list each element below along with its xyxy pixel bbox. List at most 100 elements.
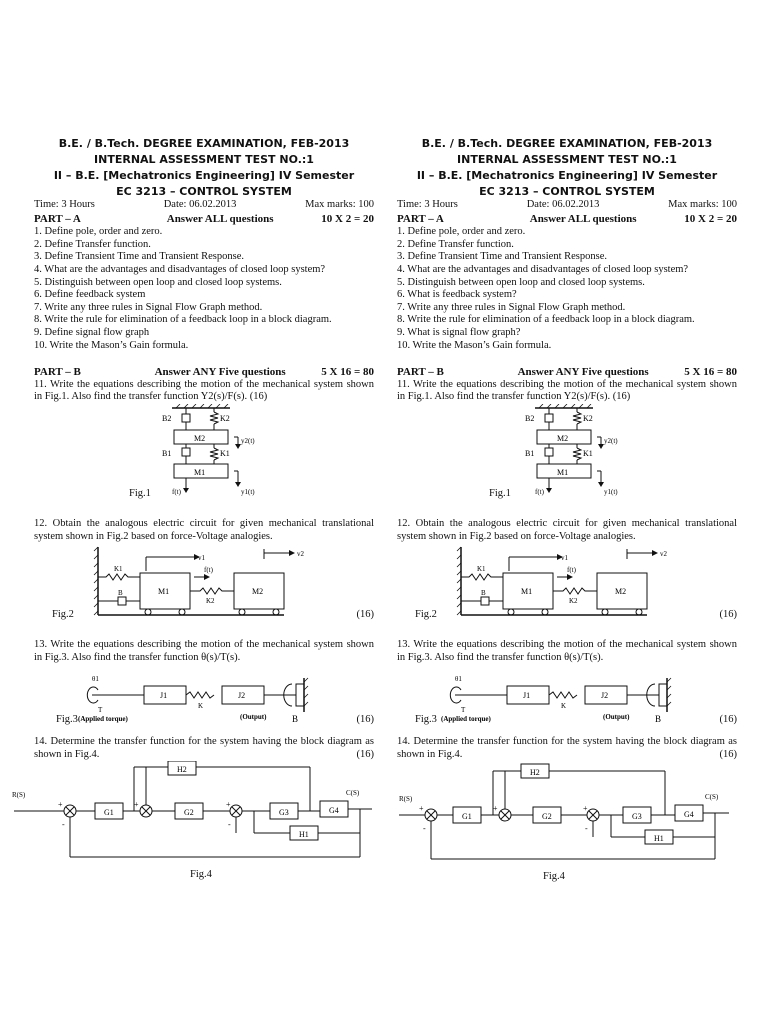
question-11: 11. Write the equations describing the m…: [34, 378, 374, 403]
sum1-minus: -: [62, 820, 65, 829]
force-label: f(t): [172, 488, 182, 496]
m1-label: M1: [521, 587, 532, 596]
figure-4: R(S) C(S) G1 G2 G3 G4 H2 H1 + - + + - Fi…: [393, 761, 733, 883]
y1-label: y1(t): [241, 488, 255, 496]
r-label: R(S): [12, 791, 26, 799]
m2-label: M2: [615, 587, 626, 596]
figure-2: v1 v2 K1 f(t) B M1 K2 M2 Fig.2 (16): [397, 543, 737, 631]
k-label: K: [561, 702, 566, 710]
h1-label: H1: [654, 834, 664, 843]
j1-label: J1: [523, 691, 530, 700]
k2-label: K2: [569, 597, 578, 605]
part-b-marks: 5 X 16 = 80: [321, 366, 374, 379]
part-b-instruction: Answer ANY Five questions: [154, 366, 286, 379]
translational-system-diagram: v1 v2 K1 f(t) B M1 K2 M2: [93, 546, 305, 616]
question-10: 10. Write the Mason’s Gain formula.: [397, 339, 552, 351]
test-title: INTERNAL ASSESSMENT TEST NO.:1: [94, 153, 314, 166]
sum2-plus: +: [134, 800, 139, 809]
figure-3: θ1 T J1 K J2 (Applied torque) (Output) B…: [34, 664, 374, 726]
exam-column-right: B.E. / B.Tech. DEGREE EXAMINATION, FEB-2…: [397, 136, 738, 882]
question-7: 7. Write any three rules in Signal Flow …: [397, 301, 626, 313]
j2-label: J2: [601, 691, 608, 700]
rotational-system-diagram: θ1 T J1 K J2 (Applied torque) (Output) B: [441, 675, 672, 724]
output-label: (Output): [603, 713, 630, 721]
exam-column-left: B.E. / B.Tech. DEGREE EXAMINATION, FEB-2…: [12, 136, 374, 881]
g2-label: G2: [542, 812, 552, 821]
g4-label: G4: [684, 810, 694, 819]
part-a-instruction: Answer ALL questions: [529, 212, 637, 225]
k-label: K: [198, 702, 203, 710]
part-b-label: PART – B: [397, 366, 444, 379]
part-a-questions: 1. Define pole, order and zero. 2. Defin…: [397, 226, 737, 352]
g4-label: G4: [329, 806, 339, 815]
rotational-system-diagram: θ1 T J1 K J2 (Applied torque) (Output) B: [78, 675, 309, 724]
exam-max-marks: Max marks: 100: [668, 199, 737, 210]
part-b-heading: PART – B Answer ANY Five questions 5 X 1…: [397, 366, 737, 379]
test-title: INTERNAL ASSESSMENT TEST NO.:1: [457, 153, 677, 166]
question-14: 14. Determine the transfer function for …: [34, 736, 374, 761]
sum1-plus: +: [419, 804, 424, 813]
h1-label: H1: [299, 830, 309, 839]
q13-marks: (16): [719, 714, 738, 726]
fig4-caption: Fig.4: [543, 871, 565, 883]
y2-label: y2(t): [604, 437, 618, 445]
b1-label: B1: [525, 449, 534, 458]
k2-label: K2: [206, 597, 215, 605]
question-1: 1. Define pole, order and zero.: [34, 226, 163, 238]
k1-label: K1: [583, 449, 593, 458]
question-12: 12. Obtain the analogous electric circui…: [397, 517, 737, 542]
c-label: C(S): [346, 789, 360, 797]
question-4: 4. What are the advantages and disadvant…: [397, 263, 689, 275]
exam-date: Date: 06.02.2013: [526, 199, 600, 210]
k1-label: K1: [220, 449, 230, 458]
course-line: II – B.E. [Mechatronics Engineering] IV …: [53, 169, 355, 182]
question-12: 12. Obtain the analogous electric circui…: [34, 517, 374, 542]
part-b-marks: 5 X 16 = 80: [684, 366, 737, 379]
output-label: (Output): [240, 713, 267, 721]
c-label: C(S): [705, 793, 719, 801]
b-label: B: [655, 714, 661, 724]
part-a-instruction: Answer ALL questions: [166, 212, 274, 225]
block-diagram: R(S) C(S) G1 G2 G3 G4 H2 H1 + - + + -: [399, 763, 729, 860]
b-label: B: [292, 714, 298, 724]
question-6: 6. What is feedback system?: [397, 289, 517, 301]
question-8: 8. Write the rule for elimination of a f…: [34, 314, 332, 326]
k2-label: K2: [583, 414, 593, 423]
subject-line: EC 3213 – CONTROL SYSTEM: [116, 185, 292, 198]
part-a-heading: PART – A Answer ALL questions 10 X 2 = 2…: [34, 213, 374, 226]
t-label: T: [98, 706, 103, 714]
question-6: 6. Define feedback system: [34, 289, 146, 301]
h2-label: H2: [530, 768, 540, 777]
exam-time: Time: 3 Hours: [34, 199, 95, 210]
b-label: B: [481, 589, 486, 597]
question-10: 10. Write the Mason’s Gain formula.: [34, 339, 189, 351]
sum3-minus: -: [585, 824, 588, 833]
exam-title: B.E. / B.Tech. DEGREE EXAMINATION, FEB-2…: [421, 137, 713, 150]
q13-marks: (16): [356, 714, 375, 726]
exam-max-marks: Max marks: 100: [305, 199, 374, 210]
part-a-heading: PART – A Answer ALL questions 10 X 2 = 2…: [397, 213, 737, 226]
subject-line: EC 3213 – CONTROL SYSTEM: [479, 185, 655, 198]
v2-label: v2: [660, 550, 668, 558]
sum1-minus: -: [423, 824, 426, 833]
g1-label: G1: [462, 812, 472, 821]
j2-label: J2: [238, 691, 245, 700]
part-b-instruction: Answer ANY Five questions: [517, 366, 649, 379]
course-line: II – B.E. [Mechatronics Engineering] IV …: [416, 169, 718, 182]
y1-label: y1(t): [604, 488, 618, 496]
fig1-caption: Fig.1: [129, 487, 151, 499]
mass-spring-damper-diagram: B2 K2 M2 y2(t) B1 K1 M1 f(t) y1(t): [525, 403, 618, 496]
v2-label: v2: [297, 550, 305, 558]
question-1: 1. Define pole, order and zero.: [397, 226, 526, 238]
sum3-plus: +: [583, 804, 588, 813]
g3-label: G3: [279, 808, 289, 817]
figure-1: B2 K2 M2 y2(t) B1 K1 M1 f(t) y1(t) Fig.1: [397, 403, 737, 504]
question-11: 11. Write the equations describing the m…: [397, 378, 737, 403]
question-13: 13. Write the equations describing the m…: [397, 639, 737, 663]
question-2: 2. Define Transfer function.: [397, 238, 514, 250]
question-8: 8. Write the rule for elimination of a f…: [397, 314, 695, 326]
g3-label: G3: [632, 812, 642, 821]
fig2-caption: Fig.2: [415, 609, 437, 621]
k2-label: K2: [220, 414, 230, 423]
fig1-caption: Fig.1: [489, 487, 511, 499]
